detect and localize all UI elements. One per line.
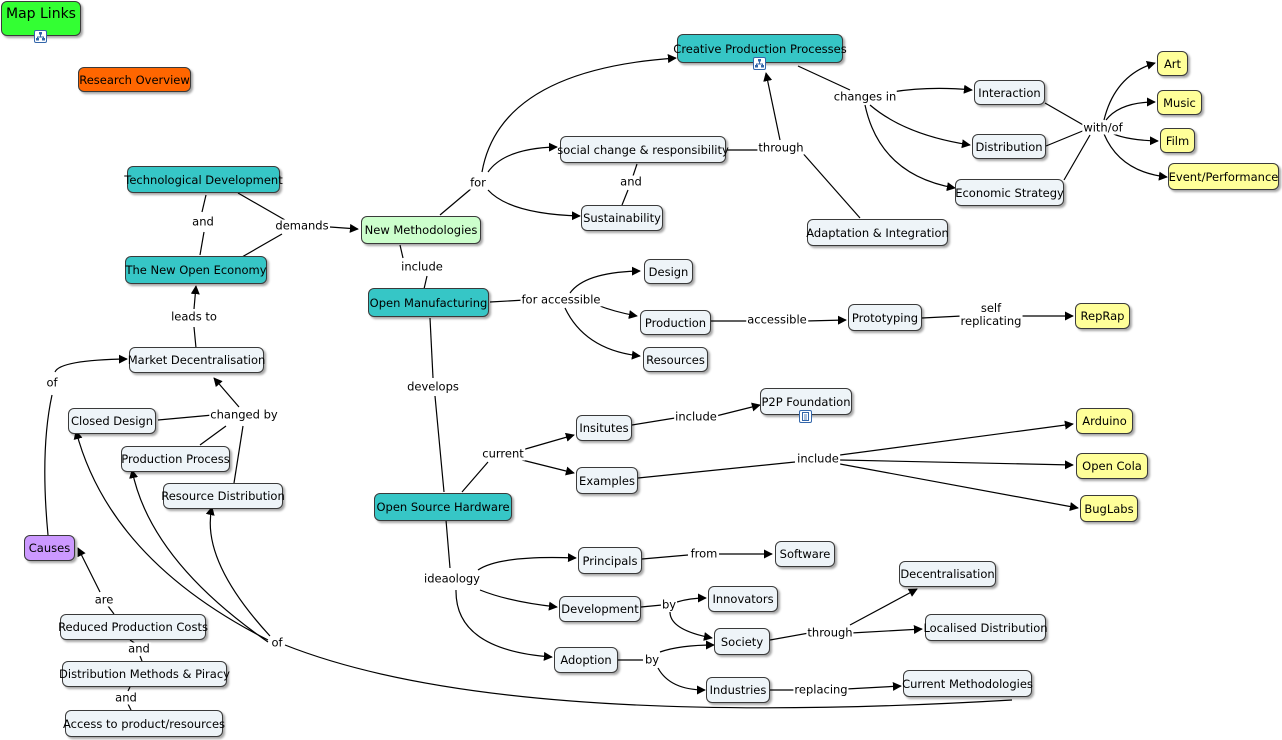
open-source-hardware-node[interactable]: Open Source Hardware (374, 493, 512, 521)
link-label-self-replicating: self replicating (959, 301, 1023, 328)
buglabs-node[interactable]: BugLabs (1080, 495, 1138, 522)
new-open-economy-node[interactable]: The New Open Economy (125, 256, 267, 284)
closed-design-node[interactable]: Closed Design (68, 408, 156, 434)
creative-production-node[interactable]: Creative Production Processes (673, 34, 847, 63)
principals-node[interactable]: Principals (578, 547, 642, 574)
distribution-node[interactable]: Distribution (972, 134, 1046, 159)
innovators-node[interactable]: Innovators (708, 586, 778, 612)
prototyping-node[interactable]: Prototyping (848, 304, 922, 331)
development-node[interactable]: Development (559, 596, 641, 622)
social-change-node[interactable]: social change & responsibility (557, 136, 729, 163)
link-label-and: and (127, 641, 151, 656)
economic-strategy-node[interactable]: Economic Strategy (955, 179, 1064, 206)
access-product-node[interactable]: Access to product/resources (63, 710, 225, 737)
link-label-and: and (619, 174, 643, 189)
link-label-changes-in: changes in (832, 89, 898, 104)
link-label-develops: develops (406, 379, 460, 394)
industries-node[interactable]: Industries (706, 677, 770, 703)
adaptation-node[interactable]: Adaptation & Integration (806, 219, 949, 246)
research-overview-node[interactable]: Research Overview (78, 67, 191, 92)
link-label-accessible: accessible (746, 312, 808, 327)
link-label-include: include (674, 409, 718, 424)
link-label-by: by (643, 652, 661, 667)
link-label-ideaology: ideaology (423, 571, 481, 586)
adoption-node[interactable]: Adoption (554, 647, 618, 673)
map-link-icon[interactable] (753, 57, 766, 70)
link-label-from: from (689, 546, 719, 561)
sustainability-node[interactable]: Sustainability (581, 205, 663, 231)
reprap-node[interactable]: RepRap (1075, 303, 1130, 329)
reduced-costs-node[interactable]: Reduced Production Costs (58, 614, 208, 640)
tech-development-node[interactable]: Technological Development (124, 166, 283, 193)
design-node[interactable]: Design (644, 259, 693, 284)
art-node[interactable]: Art (1157, 51, 1188, 76)
link-label-of: of (270, 635, 284, 650)
causes-node[interactable]: Causes (24, 535, 75, 561)
link-label-of: of (45, 375, 59, 390)
production-node[interactable]: Production (640, 310, 711, 335)
link-label-leads-to: leads to (170, 309, 218, 324)
distribution-piracy-node[interactable]: Distribution Methods & Piracy (59, 661, 230, 687)
resource-distribution-node[interactable]: Resource Distribution (161, 483, 285, 509)
film-node[interactable]: Film (1160, 128, 1195, 153)
link-label-for-accessible: for accessible (520, 292, 602, 307)
software-node[interactable]: Software (775, 541, 835, 567)
decentralisation-node[interactable]: Decentralisation (899, 561, 996, 587)
open-cola-node[interactable]: Open Cola (1076, 453, 1148, 479)
link-label-changed-by: changed by (209, 407, 279, 422)
music-node[interactable]: Music (1157, 90, 1202, 115)
link-label-replacing: replacing (793, 682, 849, 697)
link-label-are: are (93, 592, 115, 607)
link-label-with-of: with/of (1082, 120, 1124, 135)
resources-node[interactable]: Resources (643, 347, 708, 372)
production-process-node[interactable]: Production Process (121, 446, 230, 472)
link-label-include: include (400, 259, 444, 274)
link-label-include: include (796, 451, 840, 466)
insitutes-node[interactable]: Insitutes (576, 415, 632, 441)
interaction-node[interactable]: Interaction (974, 80, 1045, 105)
arduino-node[interactable]: Arduino (1076, 408, 1133, 434)
link-label-current: current (481, 446, 525, 461)
localised-distribution-node[interactable]: Localised Distribution (923, 614, 1048, 641)
link-label-through: through (757, 140, 805, 155)
society-node[interactable]: Society (714, 628, 770, 655)
event-performance-node[interactable]: Event/Performance (1168, 163, 1279, 190)
link-label-and: and (114, 690, 138, 705)
link-label-and: and (191, 214, 215, 229)
market-decentralisation-node[interactable]: Market Decentralisation (128, 347, 265, 373)
map-link-icon[interactable] (34, 30, 47, 43)
current-methodologies-node[interactable]: Current Methodologies (902, 670, 1033, 697)
link-label-by: by (660, 597, 678, 612)
new-methodologies-node[interactable]: New Methodologies (361, 216, 481, 244)
examples-node[interactable]: Examples (576, 467, 638, 494)
link-label-demands: demands (274, 218, 330, 233)
open-manufacturing-node[interactable]: Open Manufacturing (368, 288, 489, 317)
link-label-through: through (806, 625, 854, 640)
link-label-for: for (469, 175, 487, 190)
document-icon[interactable] (799, 410, 812, 423)
